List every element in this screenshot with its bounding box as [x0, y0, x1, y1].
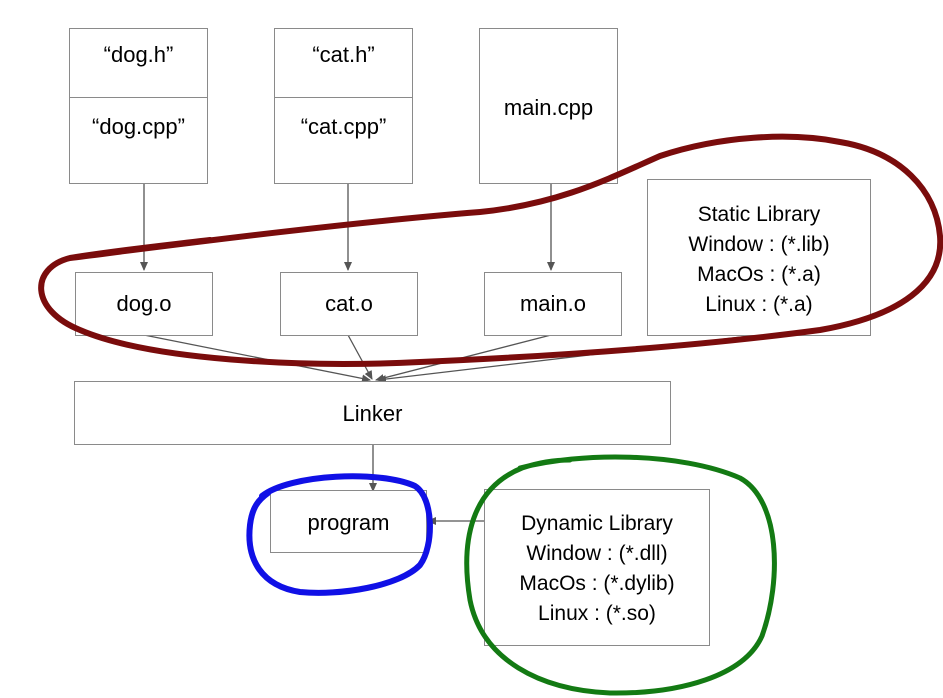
- dynamic-library-title: Dynamic Library: [521, 512, 673, 535]
- static-library-box: Static Library Window : (*.lib) MacOs : …: [647, 179, 871, 336]
- program-box: program: [270, 490, 427, 553]
- arrow-static-link: [377, 334, 759, 384]
- main-source-box: main.cpp: [479, 28, 618, 184]
- dynamic-library-macos: MacOs : (*.dylib): [519, 572, 675, 595]
- dynamic-library-box: Dynamic Library Window : (*.dll) MacOs :…: [484, 489, 710, 646]
- static-library-title: Static Library: [697, 203, 821, 226]
- main-o-box: main.o: [484, 272, 622, 336]
- cat-o-label: cat.o: [325, 291, 373, 316]
- cat-o-box: cat.o: [280, 272, 418, 336]
- cat-h-label: “cat.h”: [312, 42, 375, 67]
- dog-cpp-label: “dog.cpp”: [92, 114, 185, 139]
- dog-o-label: dog.o: [116, 291, 172, 316]
- arrow-dog-link: [143, 334, 371, 383]
- program-label: program: [307, 510, 390, 535]
- cat-divider: [275, 97, 412, 98]
- dog-h-label: “dog.h”: [103, 42, 174, 67]
- main-cpp-label: main.cpp: [503, 95, 594, 120]
- arrow-main-link: [375, 334, 552, 382]
- dynamic-library-windows: Window : (*.dll): [526, 542, 668, 565]
- cat-cpp-label: “cat.cpp”: [300, 114, 387, 139]
- linker-label: Linker: [342, 401, 403, 426]
- cat-source-box: “cat.h” “cat.cpp”: [274, 28, 413, 184]
- static-library-macos: MacOs : (*.a): [697, 263, 821, 286]
- linker-box: Linker: [74, 381, 671, 445]
- dog-source-box: “dog.h” “dog.cpp”: [69, 28, 208, 184]
- static-library-linux: Linux : (*.a): [705, 293, 813, 316]
- main-o-label: main.o: [519, 291, 587, 316]
- dynamic-library-linux: Linux : (*.so): [538, 602, 656, 625]
- dog-o-box: dog.o: [75, 272, 213, 336]
- arrow-cat-link: [347, 334, 373, 380]
- dog-divider: [70, 97, 207, 98]
- static-library-windows: Window : (*.lib): [688, 233, 830, 256]
